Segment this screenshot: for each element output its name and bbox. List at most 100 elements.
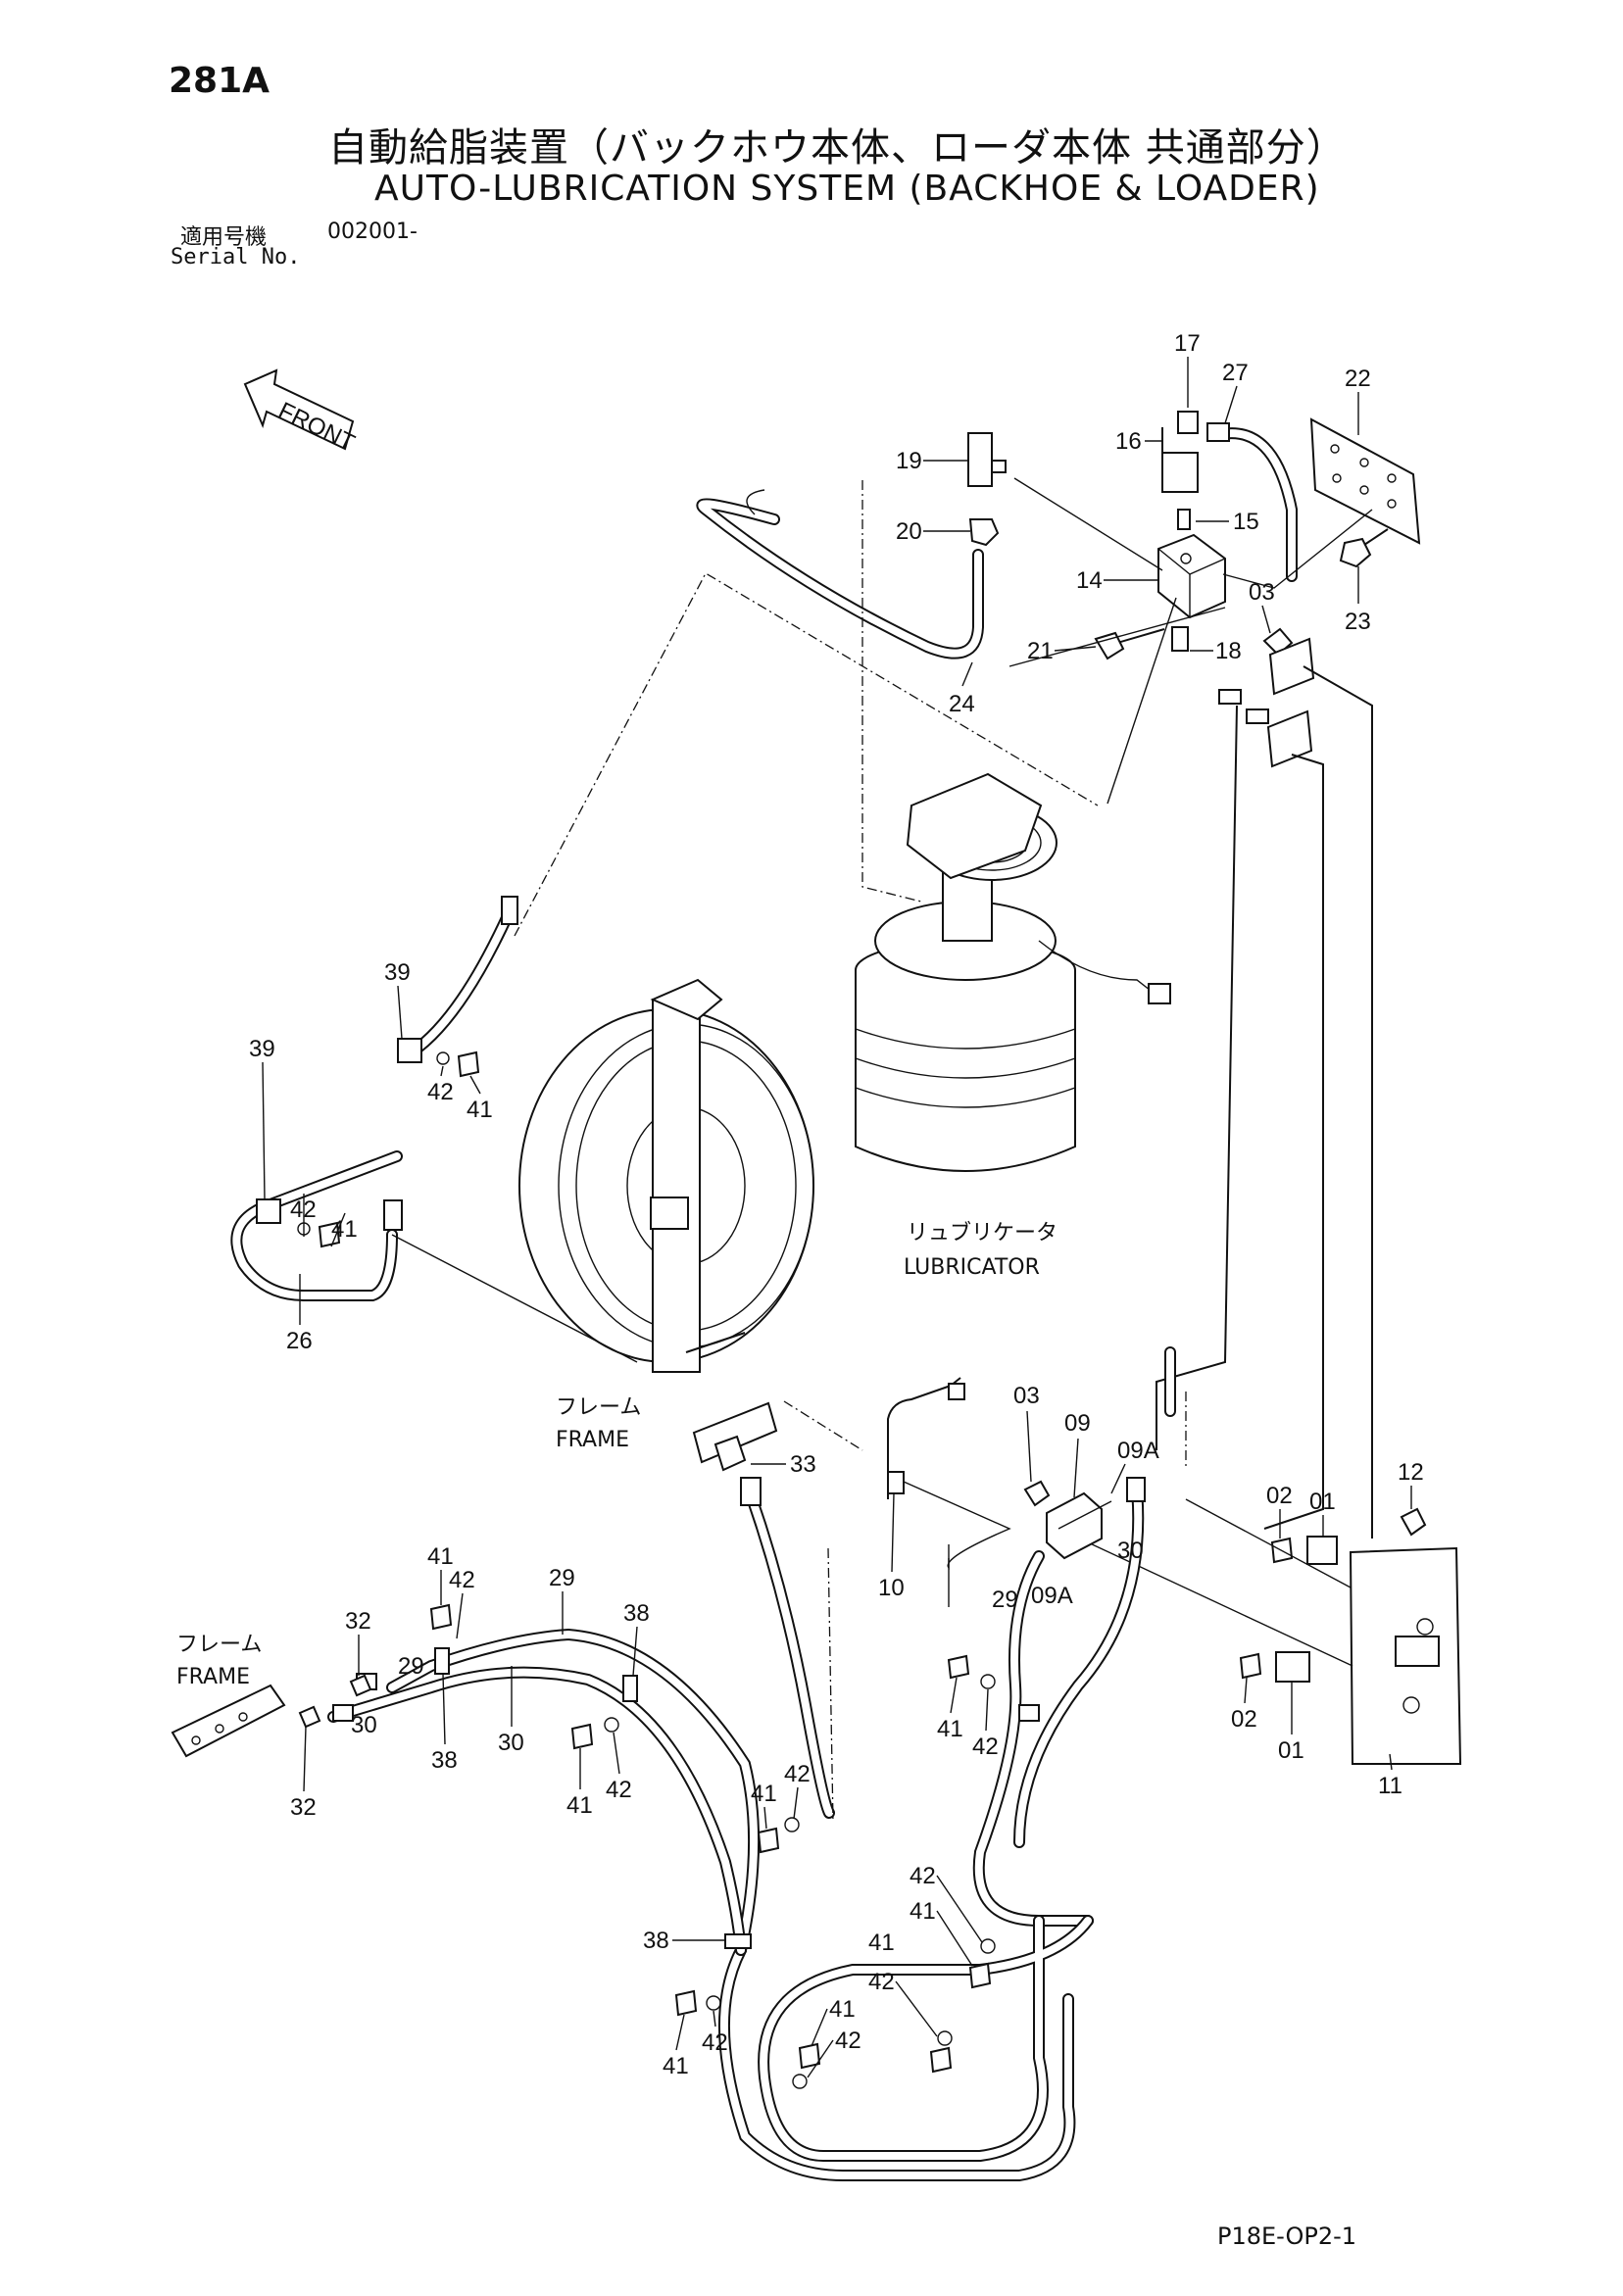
valve-block-14 xyxy=(1157,533,1226,619)
callout-30-upper: 30 xyxy=(1117,1538,1144,1564)
leader-lines xyxy=(391,477,1373,1824)
callout-21: 21 xyxy=(1027,638,1054,664)
hose-26 xyxy=(230,896,518,1301)
title-japanese: 自動給脂装置（バックホウ本体、ローダ本体 共通部分） xyxy=(328,125,1347,171)
callout-29-upper: 29 xyxy=(992,1587,1018,1613)
callout-38-bottom: 38 xyxy=(643,1928,669,1954)
callout-12: 12 xyxy=(1398,1459,1424,1486)
callout-42-frame: 42 xyxy=(449,1567,475,1593)
callout-41-right: 41 xyxy=(751,1781,777,1807)
callout-39-lower: 39 xyxy=(249,1036,275,1062)
callout-16: 16 xyxy=(1115,428,1142,455)
frame-caption-jp-lower: フレーム xyxy=(176,1633,262,1657)
clamp-01-upper xyxy=(1306,1536,1338,1565)
hose-27 xyxy=(1211,427,1298,582)
callout-29-left: 29 xyxy=(398,1653,424,1680)
callout-09A-upper: 09A xyxy=(1117,1438,1159,1464)
fitting-32-lower xyxy=(298,1705,321,1729)
callout-38-left: 38 xyxy=(431,1747,458,1774)
callout-22: 22 xyxy=(1345,366,1371,392)
callout-41-center: 41 xyxy=(566,1792,593,1819)
bolt-41-mid xyxy=(947,1654,970,1680)
callout-42-center: 42 xyxy=(606,1777,632,1803)
elbow-18 xyxy=(1171,626,1189,652)
callout-02-lower: 02 xyxy=(1231,1706,1257,1733)
callout-41-mid: 41 xyxy=(937,1716,963,1742)
callout-42-mid: 42 xyxy=(972,1734,999,1760)
adapter-20 xyxy=(968,518,1000,547)
bracket-22 xyxy=(1309,417,1421,545)
frame-caption-en-lower: FRAME xyxy=(176,1665,250,1689)
divider-block-upper xyxy=(1268,637,1315,696)
callout-09A-lower: 09A xyxy=(1031,1583,1073,1609)
frame-block-upper xyxy=(692,1401,778,1464)
bolt-21 xyxy=(1094,631,1125,660)
callout-42-bottom-b: 42 xyxy=(868,1969,895,1995)
callout-39-upper: 39 xyxy=(384,959,411,986)
callout-labels: 17 27 22 16 19 15 20 14 03 23 21 18 24 3… xyxy=(249,330,1424,2079)
title-english: AUTO-LUBRICATION SYSTEM (BACKHOE & LOADE… xyxy=(374,169,1320,209)
callout-32-lower: 32 xyxy=(290,1794,317,1821)
lubricator-caption-en: LUBRICATOR xyxy=(904,1255,1040,1280)
bolt-02-lower xyxy=(1239,1652,1262,1680)
callout-42-bottom-a: 42 xyxy=(910,1863,936,1889)
serial-label-english: Serial No. xyxy=(171,245,301,269)
hose-33-assembly xyxy=(692,1401,835,1819)
serial-label-japanese: 適用号機 xyxy=(180,225,268,250)
callout-01-upper: 01 xyxy=(1309,1489,1336,1515)
callout-41-bottom-a: 41 xyxy=(910,1898,936,1925)
callout-41-bottom-d: 41 xyxy=(663,2053,689,2079)
callout-27: 27 xyxy=(1222,360,1249,386)
page-number: 281A xyxy=(169,61,270,101)
callout-10: 10 xyxy=(878,1575,905,1601)
callout-42-bottom-d: 42 xyxy=(702,2029,728,2056)
frame-caption-jp-upper: フレーム xyxy=(556,1395,641,1420)
lubricator-pump xyxy=(855,772,1171,1172)
fitting-15 xyxy=(1177,509,1191,530)
callout-41-upper: 41 xyxy=(467,1097,493,1123)
callout-20: 20 xyxy=(896,518,922,545)
callout-41-frame: 41 xyxy=(427,1543,454,1570)
lubricator-caption-jp: リュブリケータ xyxy=(907,1221,1057,1246)
fitting-10 xyxy=(887,1471,905,1494)
pressure-switch-16 xyxy=(1161,452,1199,493)
callout-18: 18 xyxy=(1215,638,1242,664)
elbow-33 xyxy=(713,1435,747,1472)
frame-bracket-left xyxy=(171,1684,286,1758)
valve-block-assembly xyxy=(967,411,1421,768)
callout-38-upper: 38 xyxy=(623,1600,650,1627)
bolt-23 xyxy=(1339,537,1372,568)
divider-block-lower xyxy=(1266,709,1313,768)
callout-32-upper: 32 xyxy=(345,1608,371,1635)
callout-24: 24 xyxy=(949,691,975,717)
fitting-03-lower xyxy=(1023,1480,1051,1507)
hoses-29-30-bottom-loop xyxy=(674,1915,1094,2181)
callout-30-left: 30 xyxy=(351,1712,377,1738)
callout-14: 14 xyxy=(1076,567,1103,594)
callout-41-bottom-b: 41 xyxy=(868,1930,895,1956)
callout-41-left: 41 xyxy=(331,1216,358,1243)
hoses-29-30-left xyxy=(171,1603,800,1956)
callout-42-bottom-c: 42 xyxy=(835,2027,861,2054)
lubrication-lines-right xyxy=(1057,665,1462,1765)
clamp-01-lower xyxy=(1275,1651,1310,1683)
callout-17: 17 xyxy=(1174,330,1201,357)
callout-42-right: 42 xyxy=(784,1761,811,1787)
front-arrow-icon: FRONT xyxy=(243,368,359,457)
callout-11: 11 xyxy=(1378,1773,1402,1799)
callout-30-mid: 30 xyxy=(498,1730,524,1756)
callout-33: 33 xyxy=(790,1451,816,1478)
bolt-12 xyxy=(1400,1507,1427,1537)
callout-29-mid: 29 xyxy=(549,1565,575,1591)
hose-reel xyxy=(518,978,814,1373)
callout-41-bottom-c: 41 xyxy=(829,1996,856,2023)
hose-24 xyxy=(696,489,984,659)
callout-26: 26 xyxy=(286,1328,313,1354)
callout-15: 15 xyxy=(1233,509,1259,535)
callout-42-upper: 42 xyxy=(427,1079,454,1105)
fitting-32-upper xyxy=(349,1674,372,1697)
callout-01-lower: 01 xyxy=(1278,1737,1304,1764)
relief-valve-19 xyxy=(967,432,993,487)
callout-03-upper: 03 xyxy=(1249,579,1275,606)
